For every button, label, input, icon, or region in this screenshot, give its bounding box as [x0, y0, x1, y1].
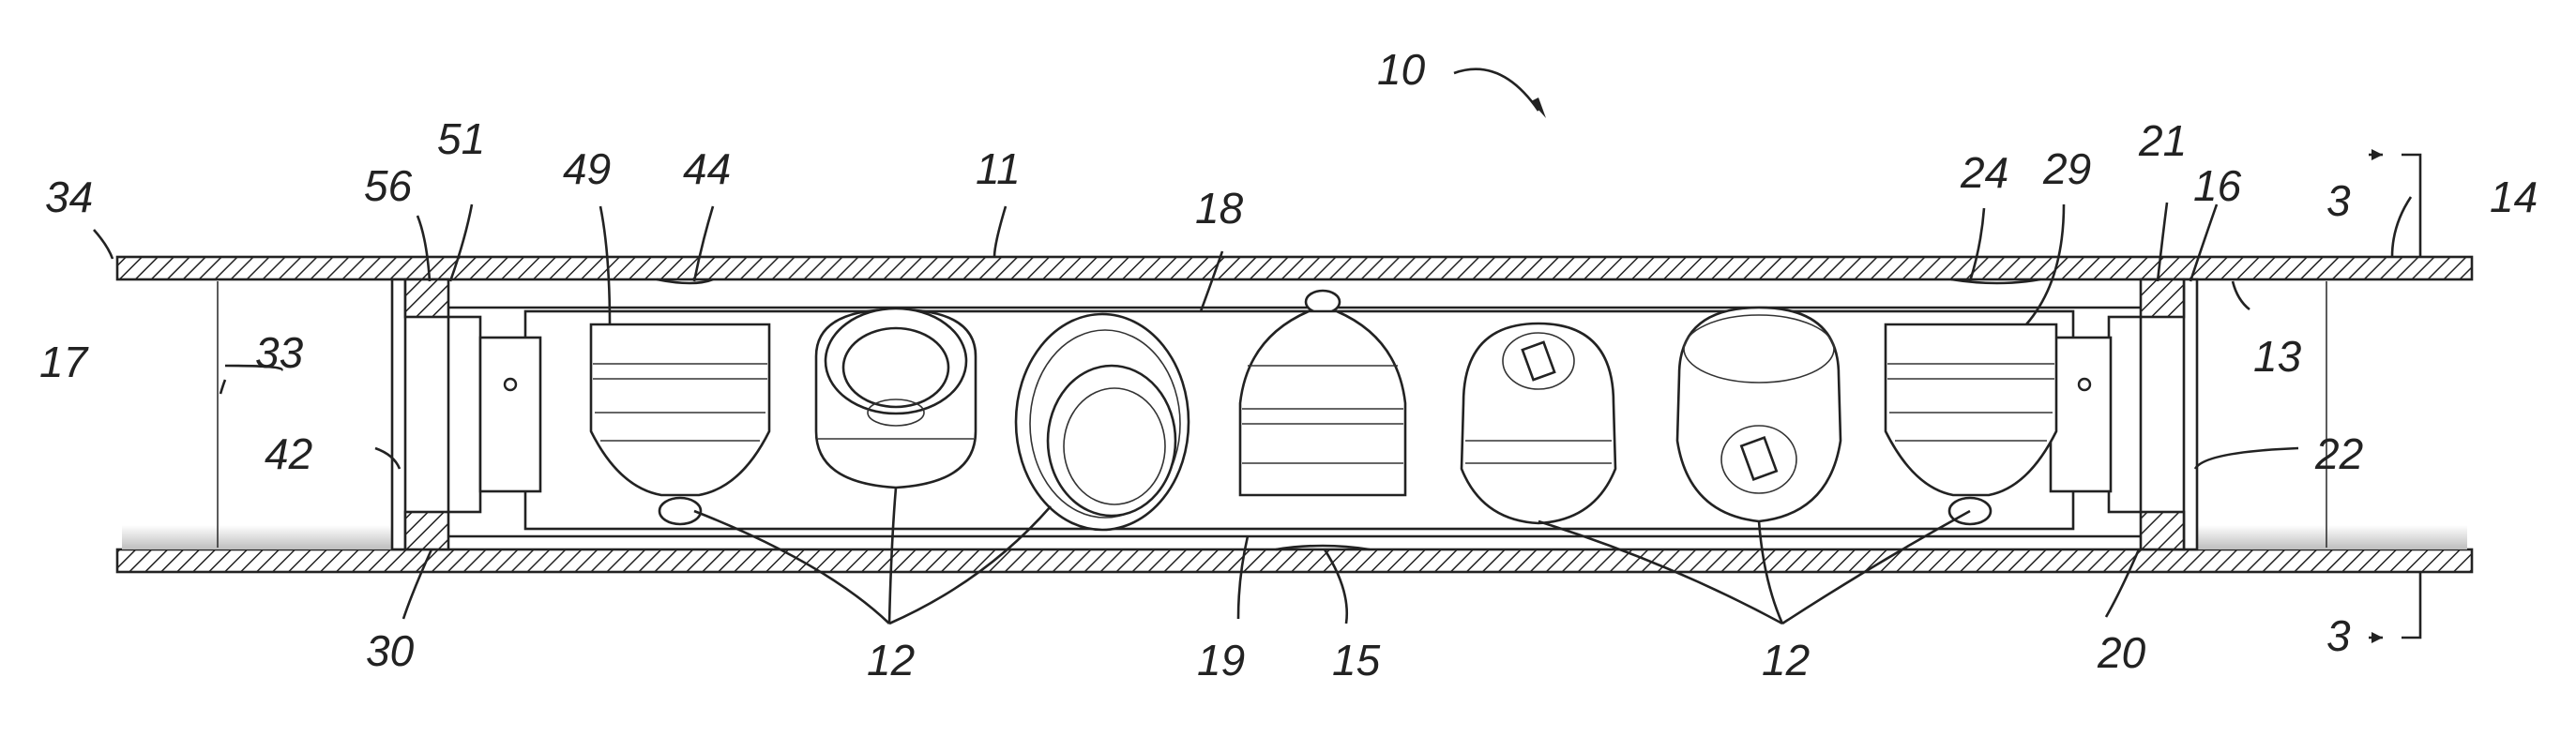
right-ring-21: [2141, 279, 2184, 317]
left-ring-30: [405, 512, 448, 549]
label-44: 44: [683, 144, 731, 193]
label-42: 42: [265, 429, 312, 478]
charge-1: [591, 324, 769, 524]
left-bracket: [480, 338, 540, 491]
label-10: 10: [1377, 45, 1426, 94]
label-51: 51: [437, 114, 485, 163]
right-plate-22: [2184, 279, 2197, 549]
label-22: 22: [2314, 429, 2363, 478]
label-29: 29: [2042, 144, 2091, 193]
right-pin: [2079, 379, 2090, 390]
bottom-wall: [117, 549, 2472, 572]
charge-4: [1240, 291, 1405, 495]
label-11: 11: [976, 144, 1021, 193]
label-30: 30: [366, 626, 415, 675]
left-collar: [448, 317, 480, 512]
right-bracket: [2051, 338, 2111, 491]
label-56: 56: [364, 161, 413, 210]
label-16: 16: [2193, 161, 2242, 210]
charge-5: [1462, 323, 1615, 523]
left-end-floor-shade: [122, 525, 394, 549]
charge-7: [1886, 324, 2056, 524]
label-17: 17: [39, 338, 89, 386]
label-12-left: 12: [867, 636, 915, 684]
label-14: 14: [2490, 173, 2538, 221]
left-plate-42: [392, 279, 405, 549]
label-33: 33: [255, 328, 304, 377]
left-ring-56: [405, 279, 448, 317]
label-21: 21: [2138, 116, 2187, 165]
top-wall: [117, 257, 2472, 279]
charge-2: [816, 308, 976, 488]
label-15: 15: [1332, 636, 1381, 684]
right-end-floor-shade: [2195, 525, 2467, 549]
label-3-bottom: 3: [2326, 611, 2351, 660]
label-12-right: 12: [1762, 636, 1810, 684]
label-20: 20: [2097, 628, 2146, 677]
label-18: 18: [1195, 184, 1244, 233]
charge-6: [1677, 308, 1841, 521]
left-end-cap: [392, 279, 540, 549]
label-3-top: 3: [2326, 176, 2351, 225]
label-34: 34: [45, 173, 93, 221]
charge-3: [1016, 314, 1189, 530]
right-ring-20: [2141, 512, 2184, 549]
right-collar: [2109, 317, 2141, 512]
left-pin: [505, 379, 516, 390]
label-49: 49: [563, 144, 611, 193]
label-19: 19: [1197, 636, 1245, 684]
label-24: 24: [1960, 148, 2008, 197]
label-13: 13: [2253, 332, 2302, 381]
